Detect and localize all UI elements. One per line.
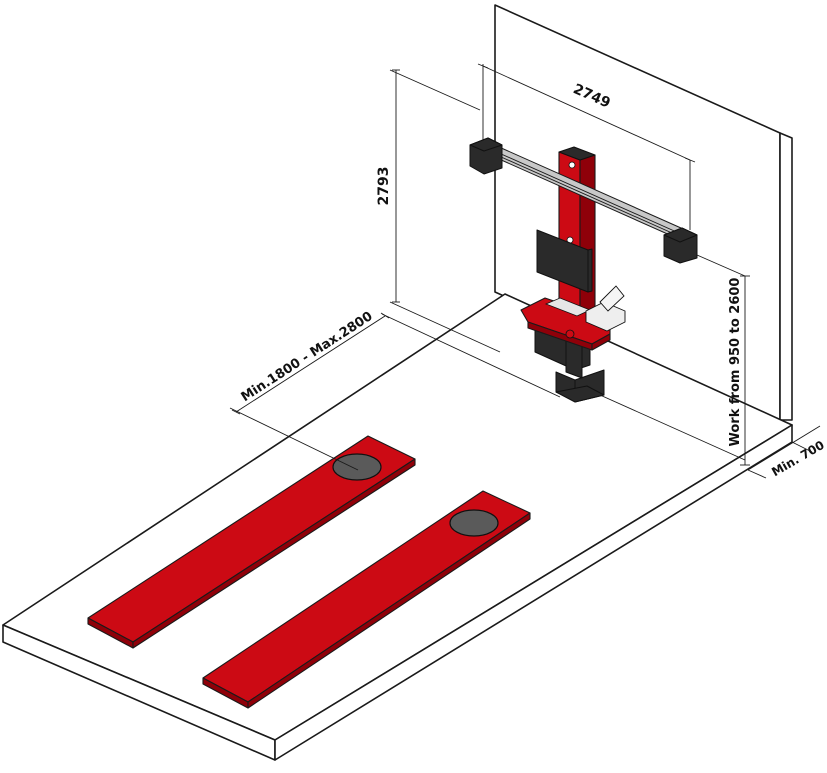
runway-right [202, 490, 531, 709]
label-column-height: 2793 [376, 167, 392, 206]
turntable-left [332, 453, 382, 481]
aligner-machine [469, 137, 698, 403]
floor-platform [2, 293, 793, 761]
runway-left [87, 435, 416, 649]
label-distance-range: Min.1800 - Max.2800 [239, 309, 376, 405]
dimension-column-height: 2793 [376, 69, 501, 353]
dimension-work-range: Work from 950 to 2600 [599, 254, 750, 466]
turntable-right [449, 509, 499, 537]
label-work-range: Work from 950 to 2600 [728, 278, 743, 447]
